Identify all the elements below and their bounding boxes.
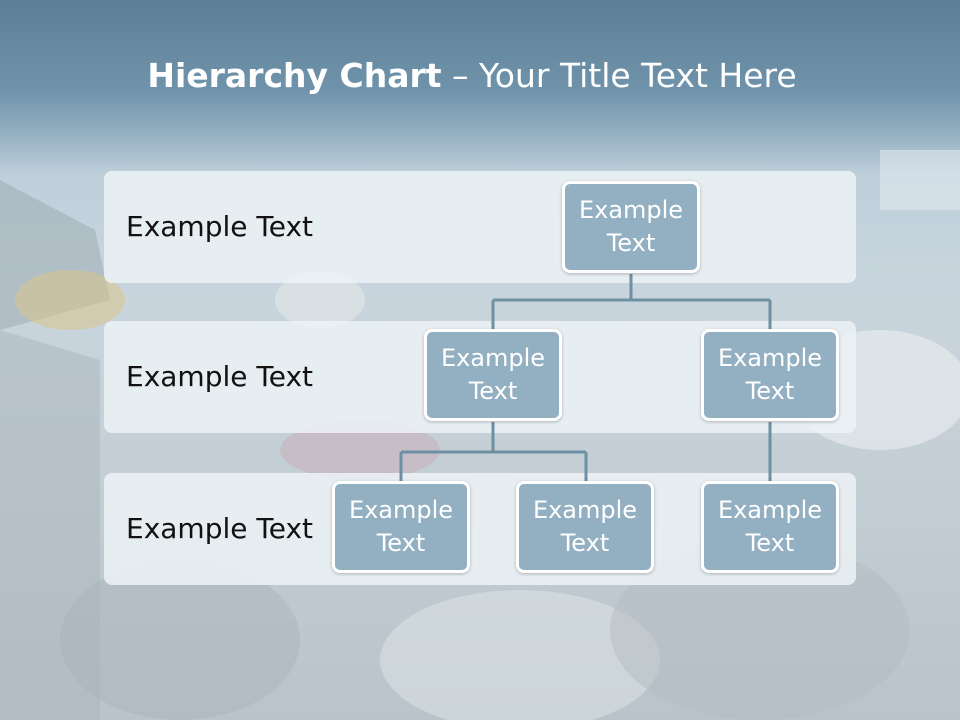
node-level3-a-line2: Text (376, 529, 426, 557)
node-level2-right-line1: Example (717, 344, 823, 372)
node-root[interactable]: Example Text (562, 181, 700, 273)
node-level3-b-line2: Text (560, 529, 610, 557)
level-label-3: Example Text (126, 512, 314, 545)
node-level3-b-line1: Example (532, 496, 638, 524)
node-level3-a-line1: Example (348, 496, 454, 524)
node-root-line1: Example (578, 196, 684, 224)
node-level2-right-line2: Text (745, 377, 795, 405)
node-level2-left-line1: Example (440, 344, 546, 372)
slide-title: Hierarchy Chart – Your Title Text Here (0, 52, 944, 100)
title-bold: Hierarchy Chart (147, 56, 442, 95)
node-level3-b[interactable]: Example Text (516, 481, 654, 573)
node-level2-left-line2: Text (468, 377, 518, 405)
node-level2-right[interactable]: Example Text (701, 329, 839, 421)
title-rest: – Your Title Text Here (441, 56, 797, 95)
node-root-line2: Text (606, 229, 656, 257)
node-level3-c-line2: Text (745, 529, 795, 557)
node-level2-left[interactable]: Example Text (424, 329, 562, 421)
node-level3-a[interactable]: Example Text (332, 481, 470, 573)
level-label-2: Example Text (126, 360, 314, 393)
level-band-1 (104, 171, 856, 283)
node-level3-c-line1: Example (717, 496, 823, 524)
level-label-1: Example Text (126, 210, 314, 243)
node-level3-c[interactable]: Example Text (701, 481, 839, 573)
